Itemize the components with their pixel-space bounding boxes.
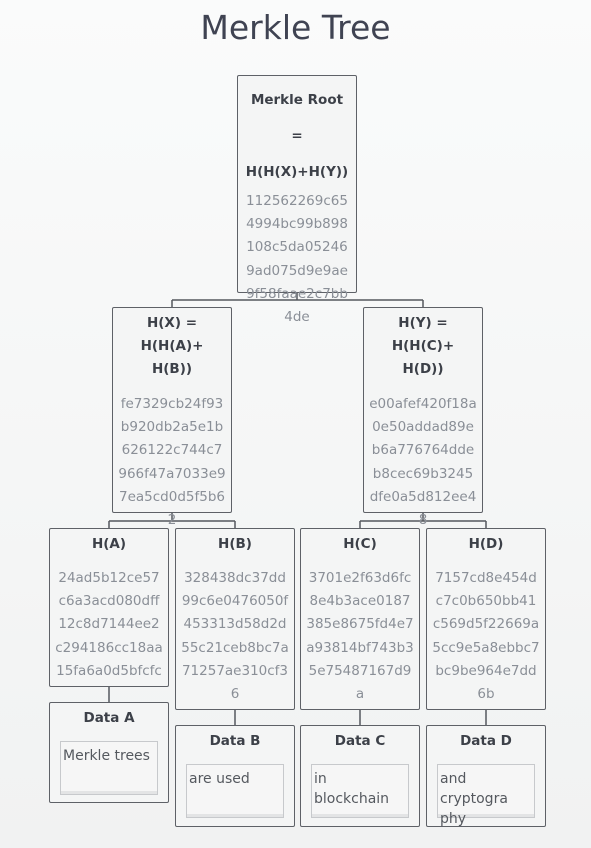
- data-a-label: Data A: [83, 710, 135, 726]
- hash-x-label: H(X) = H(H(A)+ H(B)): [140, 315, 204, 377]
- link-root-children: [171, 292, 424, 308]
- data-c-input[interactable]: in blockchain: [311, 764, 409, 818]
- hash-c-value: 3701e2f63d6fc 8e4b3ace0187 385e8675fd4e7…: [306, 570, 414, 703]
- data-d-node[interactable]: Data D and cryptogra phy: [426, 725, 546, 827]
- hash-y-label: H(Y) = H(H(C)+ H(D)): [391, 315, 455, 377]
- hash-b-node[interactable]: H(B) 328438dc37dd 99c6e0476050f 453313d5…: [175, 528, 295, 710]
- data-d-label: Data D: [460, 733, 512, 749]
- hash-b-label: H(B): [218, 536, 252, 552]
- data-a-input[interactable]: Merkle trees: [60, 741, 158, 795]
- hash-c-label: H(C): [343, 536, 377, 552]
- hash-b-value: 328438dc37dd 99c6e0476050f 453313d58d2d …: [181, 570, 289, 703]
- hash-d-node[interactable]: H(D) 7157cd8e454d c7c0b650bb41 c569d5f22…: [426, 528, 546, 710]
- hash-d-value: 7157cd8e454d c7c0b650bb41 c569d5f22669a …: [432, 570, 540, 703]
- hash-y-node[interactable]: H(Y) = H(H(C)+ H(D)) e00afef420f18a 0e50…: [363, 307, 483, 528]
- data-c-node[interactable]: Data C in blockchain: [300, 725, 420, 827]
- hash-a-value: 24ad5b12ce57 c6a3acd080dff 12c8d7144ee2 …: [55, 570, 163, 679]
- merkle-root-hash: 112562269c65 4994bc99b898 108c5da05246 9…: [246, 193, 348, 326]
- hash-a-label: H(A): [91, 536, 127, 552]
- data-b-node[interactable]: Data B are used: [175, 725, 295, 827]
- merkle-root-label: Merkle Root = H(H(X)+H(Y)): [245, 92, 349, 180]
- hash-d-label: H(D): [468, 536, 504, 552]
- hash-y-value: e00afef420f18a 0e50addad89e b6a776764dde…: [369, 396, 477, 529]
- merkle-root-node[interactable]: Merkle Root = H(H(X)+H(Y)) 112562269c65 …: [237, 75, 357, 325]
- data-b-label: Data B: [209, 733, 261, 749]
- hash-a-node[interactable]: H(A) 24ad5b12ce57 c6a3acd080dff 12c8d714…: [49, 528, 169, 687]
- hash-c-node[interactable]: H(C) 3701e2f63d6fc 8e4b3ace0187 385e8675…: [300, 528, 420, 710]
- data-a-node[interactable]: Data A Merkle trees: [49, 702, 169, 803]
- link-x-children: [108, 512, 236, 529]
- link-y-children: [359, 512, 487, 529]
- data-d-input[interactable]: and cryptogra phy: [437, 764, 535, 827]
- hash-x-value: fe7329cb24f93 b920db2a5e1b 626122c744c7 …: [118, 396, 226, 529]
- data-b-input[interactable]: are used: [186, 764, 284, 818]
- diagram-title: Merkle Tree: [200, 8, 391, 47]
- data-c-label: Data C: [334, 733, 386, 749]
- hash-x-node[interactable]: H(X) = H(H(A)+ H(B)) fe7329cb24f93 b920d…: [112, 307, 232, 528]
